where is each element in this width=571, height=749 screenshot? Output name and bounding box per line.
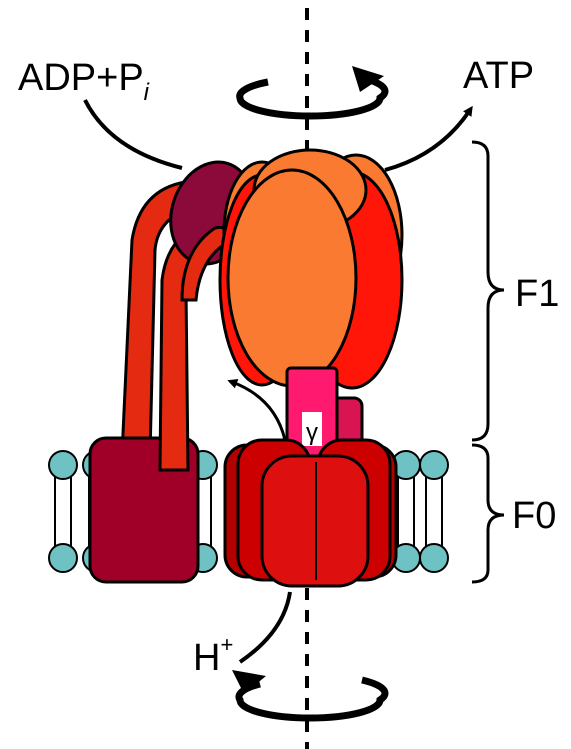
f1-subunit-front (228, 170, 356, 386)
c-ring (225, 440, 396, 586)
f1-label: F1 (515, 273, 559, 315)
rotation-arrow-icon (240, 66, 385, 116)
substrate-arrow-icon (85, 100, 182, 168)
brace-icon (472, 445, 504, 582)
f1-head (220, 150, 402, 388)
f0-label: F0 (512, 495, 556, 537)
product-label: ATP (463, 55, 534, 97)
substrate-label: ADP+Pi (18, 57, 150, 106)
proton-label: H+ (193, 632, 233, 679)
curved-arrow-icon (232, 382, 285, 440)
proton-arrow-icon (240, 592, 290, 662)
product-arrow-icon (385, 110, 470, 170)
gamma-label: γ (306, 419, 318, 446)
lipid-layer-right (392, 451, 448, 572)
brace-icon (472, 142, 504, 440)
